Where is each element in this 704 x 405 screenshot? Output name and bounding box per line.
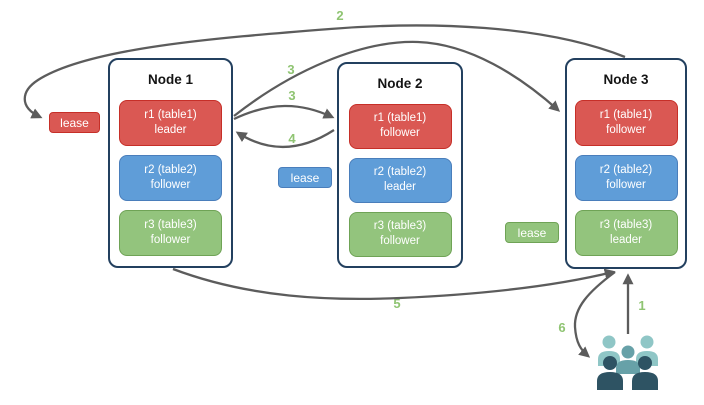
replica-role: follower xyxy=(380,235,420,248)
replica-name: r3 (table3) xyxy=(373,220,427,233)
node-2-replica-r1: r1 (table1) follower xyxy=(348,103,452,149)
replica-role: follower xyxy=(606,124,646,136)
node-3-replica-r1: r1 (table1) follower xyxy=(574,100,678,146)
node-2-replica-r2: r2 (table2) leader xyxy=(348,157,452,203)
step-label-3b: 3 xyxy=(288,88,296,103)
step-label-2: 2 xyxy=(336,8,344,23)
node-3-replica-r2: r2 (table2) follower xyxy=(574,155,678,201)
arrow-step-3-short xyxy=(233,104,335,121)
step-label-5: 5 xyxy=(393,296,401,311)
lease-badge-table2: lease xyxy=(278,167,332,188)
node-2-title: Node 2 xyxy=(377,76,423,91)
node-3: Node 3 r1 (table1) follower r2 (table2) … xyxy=(565,58,687,269)
step-label-1: 1 xyxy=(638,298,646,313)
replica-role: follower xyxy=(380,127,420,140)
replica-name: r2 (table2) xyxy=(373,166,427,179)
node-1-replica-r3: r3 (table3) follower xyxy=(119,210,222,256)
node-1-replica-r2: r2 (table2) follower xyxy=(119,155,222,201)
replica-role: leader xyxy=(610,234,642,246)
replica-role: follower xyxy=(150,179,191,191)
lease-badge-table3: lease xyxy=(505,222,559,243)
arrow-step-6 xyxy=(573,271,616,358)
users-group-icon xyxy=(597,335,658,390)
replica-name: r3 (table3) xyxy=(144,218,197,231)
replica-name: r1 (table1) xyxy=(599,108,653,121)
replica-name: r1 (table1) xyxy=(144,108,197,121)
replica-name: r1 (table1) xyxy=(373,112,427,125)
replica-role: leader xyxy=(154,124,187,136)
step-label-4: 4 xyxy=(288,131,296,146)
node-3-title: Node 3 xyxy=(603,72,649,87)
lease-badge-table1: lease xyxy=(49,112,100,133)
step-label-6: 6 xyxy=(558,320,566,335)
replica-role: follower xyxy=(150,234,191,246)
node-2: Node 2 r1 (table1) follower r2 (table2) … xyxy=(337,62,463,268)
node-1-replica-r1: r1 (table1) leader xyxy=(119,100,222,146)
arrow-step-5 xyxy=(172,267,616,301)
arrow-step-4 xyxy=(235,129,335,149)
node-1: Node 1 r1 (table1) leader r2 (table2) fo… xyxy=(108,58,233,268)
replica-name: r3 (table3) xyxy=(599,218,653,231)
node-2-replica-r3: r3 (table3) follower xyxy=(348,211,452,258)
node-1-title: Node 1 xyxy=(147,72,193,87)
replica-role: leader xyxy=(384,181,416,194)
replica-role: follower xyxy=(606,179,646,191)
replica-name: r2 (table2) xyxy=(599,163,653,176)
step-label-3a: 3 xyxy=(287,62,295,77)
replica-name: r2 (table2) xyxy=(144,163,197,176)
node-3-replica-r3: r3 (table3) leader xyxy=(574,210,678,256)
